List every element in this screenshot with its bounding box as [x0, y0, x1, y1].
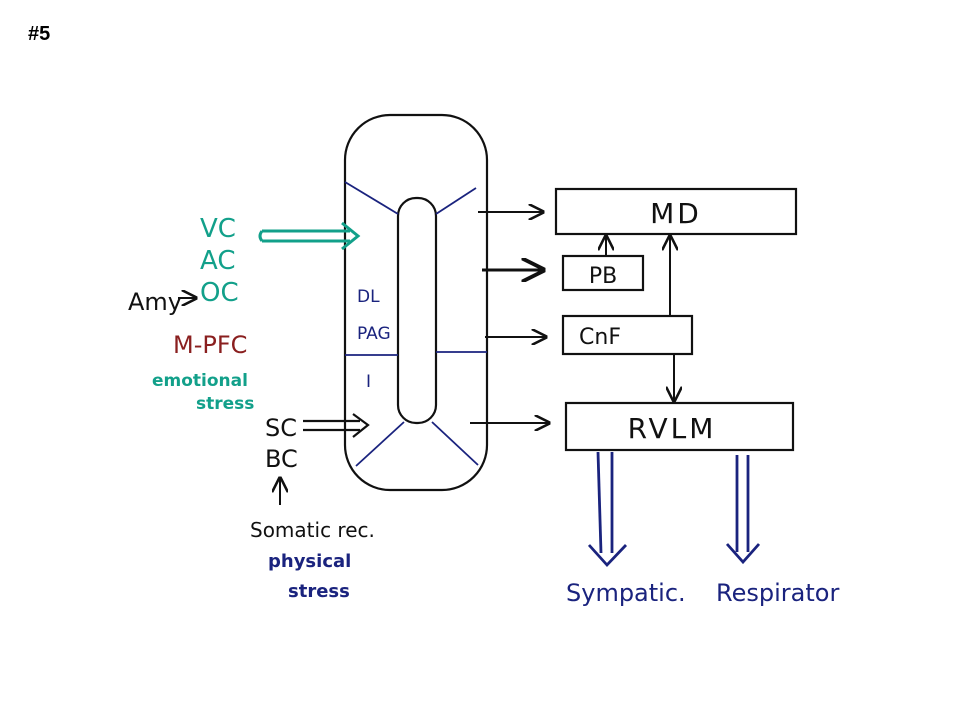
pag-structure	[343, 113, 489, 492]
respiratory-output-arrow	[725, 455, 761, 565]
pag-label-pag: PAG	[357, 324, 391, 344]
sympathetic-output-arrow	[587, 451, 628, 568]
box-cnf-label: CnF	[579, 325, 621, 350]
box-pb-label: PB	[589, 264, 617, 289]
emotional-note-line2: stress	[196, 394, 254, 414]
aqueduct	[396, 196, 438, 425]
box-rvlm	[564, 401, 795, 452]
input-ac: AC	[200, 246, 235, 276]
slide-number: #5	[28, 23, 50, 45]
output-sympathetic: Sympatic.	[566, 579, 686, 607]
division-line-vl-right	[431, 421, 479, 466]
input-mpfc: M-PFC	[173, 331, 247, 359]
box-md	[554, 187, 798, 236]
division-line-dl-left	[344, 181, 399, 215]
box-rvlm-label: RVLM	[628, 412, 717, 445]
emotional-note-line1: emotional	[152, 371, 248, 391]
box-cnf	[561, 314, 694, 356]
input-sc: SC	[265, 414, 297, 442]
input-bc: BC	[265, 445, 298, 473]
division-line-vl-left	[355, 421, 405, 467]
input-vc: VC	[200, 214, 236, 244]
input-amy: Amy	[128, 288, 182, 316]
cortical-input-arrow	[258, 221, 361, 251]
physical-note-line1: physical	[268, 551, 351, 572]
box-md-label: MD	[650, 197, 702, 230]
somatic-input-arrow	[303, 413, 370, 438]
input-oc: OC	[200, 278, 239, 308]
pag-outline	[343, 113, 489, 492]
pag-label-dl: DL	[357, 287, 380, 307]
output-respiratory: Respirator	[716, 579, 839, 607]
physical-note-line2: stress	[288, 581, 350, 602]
somatic-receptor-label: Somatic rec.	[250, 518, 375, 542]
box-pb	[561, 254, 645, 292]
division-line-dl-right	[435, 187, 477, 215]
pag-label-i: I	[366, 372, 371, 392]
